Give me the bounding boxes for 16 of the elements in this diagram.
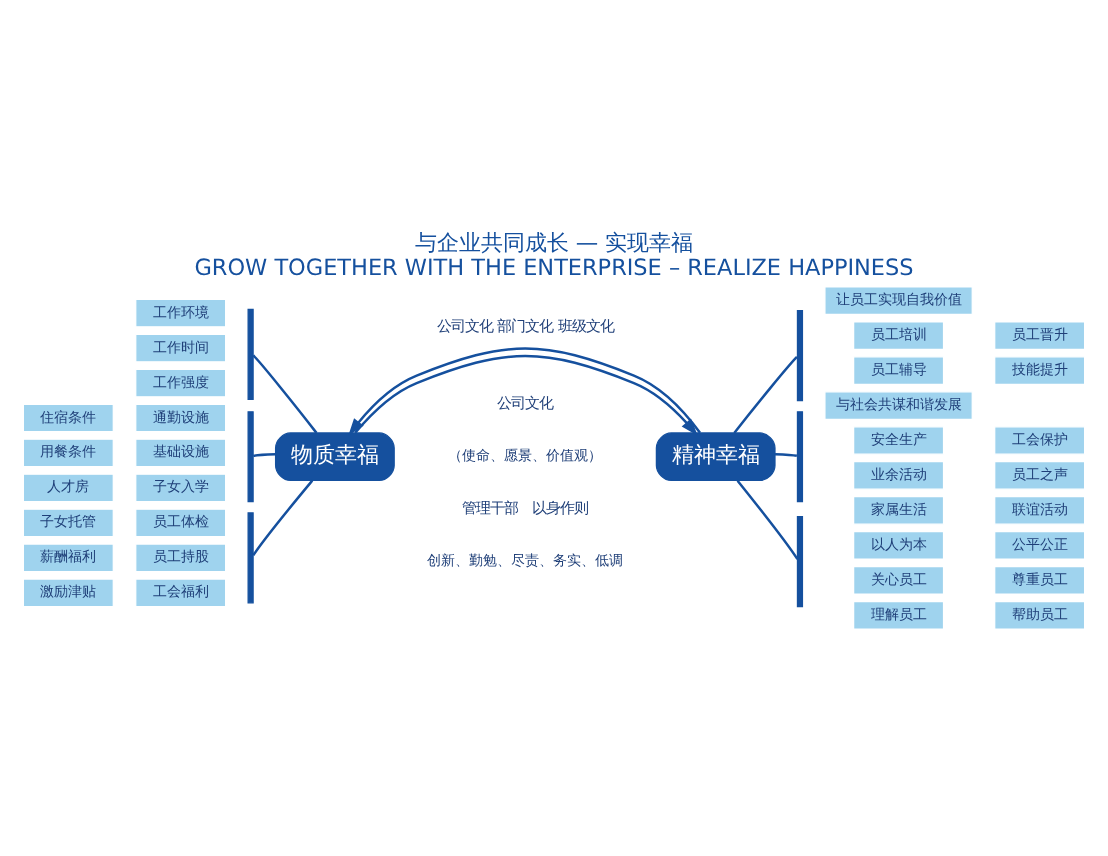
node-box: 精神幸福 [655, 432, 776, 482]
connector [253, 452, 276, 458]
connector [775, 452, 798, 458]
node-bar [796, 310, 804, 402]
node-bar [796, 516, 804, 608]
node-bar [247, 411, 254, 503]
node-bar [796, 411, 804, 503]
connector [733, 356, 798, 434]
diagram-title: 与企业共同成长 — 实现幸福 [414, 229, 694, 256]
node-box: 物质幸福 [274, 432, 395, 482]
node-bar [247, 308, 254, 400]
node-bar [247, 512, 254, 604]
connector [252, 479, 314, 556]
connector [252, 354, 318, 434]
connector [736, 479, 799, 560]
caption: GROW TOGETHER WITH THE ENTERPRISE – REALIZE HAPPINESS [194, 254, 914, 281]
